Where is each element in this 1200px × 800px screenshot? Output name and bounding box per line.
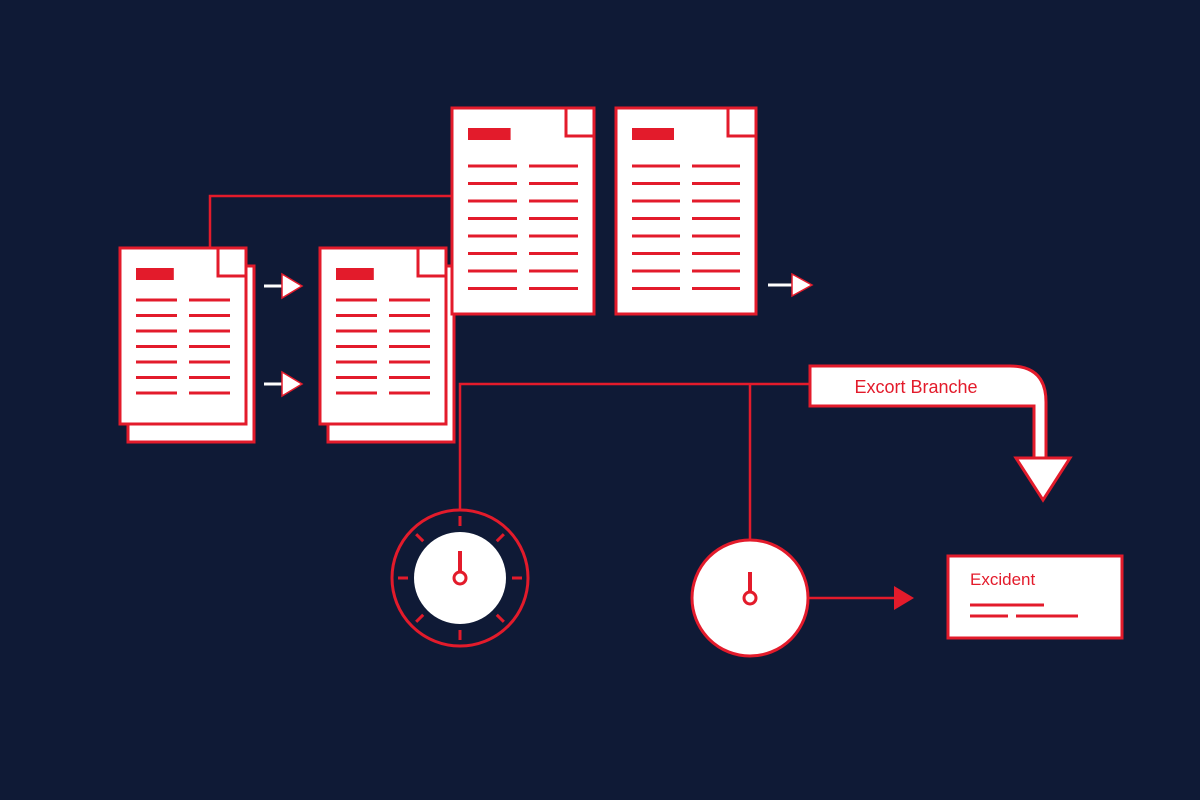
connector-doc1-to-top-docs	[208, 194, 452, 248]
stopwatch-icon	[690, 538, 810, 658]
connector-main-bus	[458, 382, 810, 436]
connector-lines	[208, 194, 894, 600]
branch-label: Excort Branche	[854, 377, 977, 397]
document-icon	[614, 106, 758, 316]
document-icon	[318, 246, 456, 444]
arrow-right-icon	[768, 272, 814, 298]
document-icon	[450, 106, 596, 316]
arrow-down-icon	[1013, 456, 1073, 503]
incident-card: Excident	[946, 554, 1124, 640]
arrow-right-icon	[894, 586, 914, 610]
incident-label: Excident	[970, 570, 1035, 589]
document-icon	[118, 246, 256, 444]
stopwatch-icon	[390, 508, 530, 648]
arrow-right-icon	[264, 370, 304, 398]
arrow-right-icon	[264, 272, 304, 300]
branch-box	[808, 364, 1048, 460]
document-group	[118, 106, 758, 444]
branch-node: Excort Branche	[808, 364, 1073, 503]
